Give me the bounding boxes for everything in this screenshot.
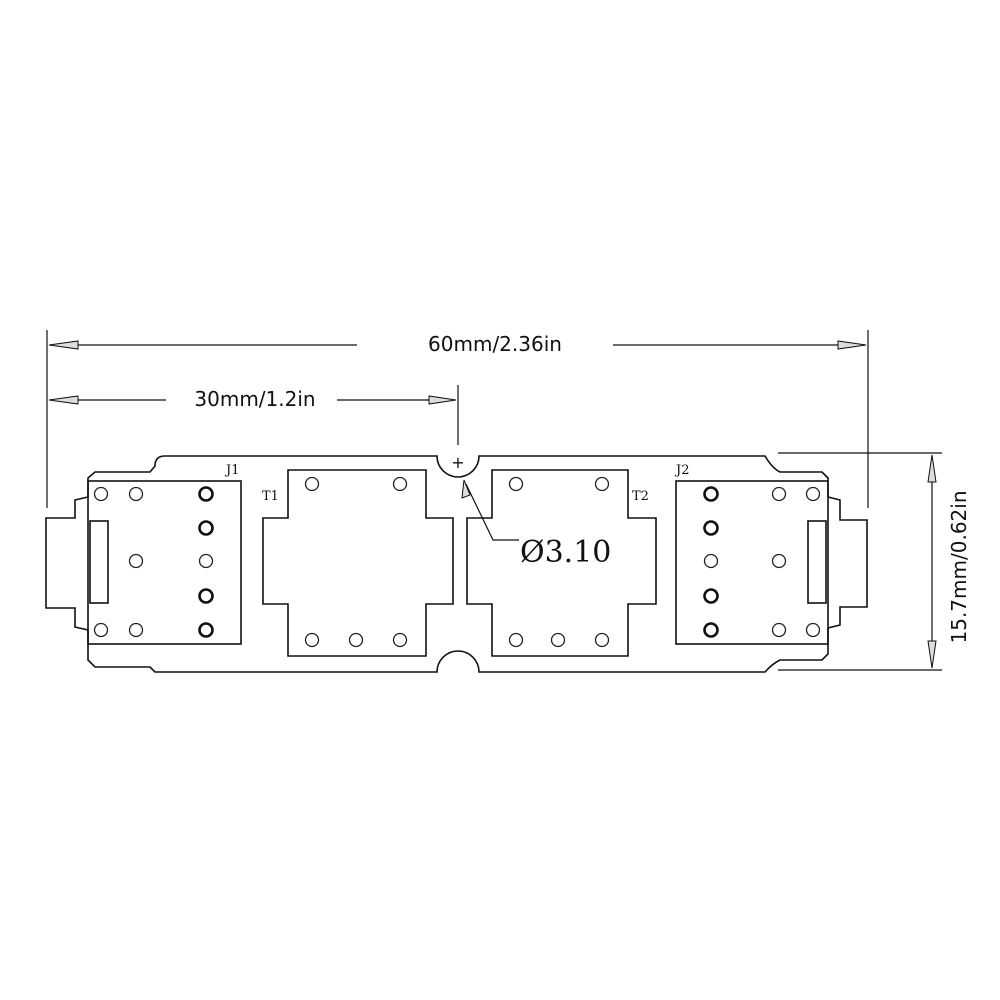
half-width-label: 30mm/1.2in [194,387,315,411]
transformer-t1: T1 [262,469,454,657]
j2-pad [771,622,787,638]
t1-pad [392,632,408,648]
j2-plated-pad [703,588,719,604]
overall-width-dimension: 60mm/2.36in [46,330,869,508]
board-outline [45,455,868,673]
j2-plated-pad [703,520,719,536]
j1-designator: J1 [224,463,239,478]
j2-plated-pad [703,622,719,638]
j1-pad [128,486,144,502]
j2-designator: J2 [674,463,689,478]
hole-diameter-label: Ø3.10 [520,535,611,570]
t2-body [466,469,657,657]
left-arrowhead [48,340,79,350]
top-arrowhead [927,454,937,483]
transformer-t2: T2 [466,469,657,657]
half-right-arrowhead [428,395,457,405]
half-width-dimension: 30mm/1.2in [48,385,459,445]
t1-pad [392,476,408,492]
height-label: 15.7mm/0.62in [947,491,971,644]
j1-pad [198,553,214,569]
j2-pad [703,553,719,569]
connector-j2: J2 [674,463,829,645]
t2-pad [594,632,610,648]
j1-plated-pad [198,622,214,638]
t2-pad [550,632,566,648]
j1-pad [93,622,109,638]
leader-arrowhead [461,479,471,499]
t1-pad [304,476,320,492]
t2-pad [508,632,524,648]
j2-latch [807,520,827,604]
overall-width-label: 60mm/2.36in [428,332,562,356]
j2-pad [771,486,787,502]
t1-designator: T1 [262,489,279,504]
j1-pad [128,553,144,569]
mount-cross-mark: + [451,453,464,472]
height-dimension: 15.7mm/0.62in [778,452,971,671]
j1-pad [93,486,109,502]
j1-plated-pad [198,520,214,536]
j1-plated-pad [198,588,214,604]
mounting-hole-callout: + Ø3.10 [451,453,611,570]
t1-pad [348,632,364,648]
bottom-arrowhead [927,640,937,669]
j1-plated-pad [198,486,214,502]
j1-body [87,480,242,645]
j2-body [675,480,829,645]
t2-pad [594,476,610,492]
leader-line [465,483,519,541]
t1-body [262,469,454,657]
t2-designator: T2 [632,489,649,504]
j1-latch [89,520,109,604]
right-arrowhead [837,340,867,350]
j2-pad [805,622,821,638]
t1-pad [304,632,320,648]
j1-pad [128,622,144,638]
j2-plated-pad [703,486,719,502]
j2-pad [771,553,787,569]
j2-pad [805,486,821,502]
t2-pad [508,476,524,492]
half-left-arrowhead [48,395,79,405]
connector-j1: J1 [87,463,242,645]
